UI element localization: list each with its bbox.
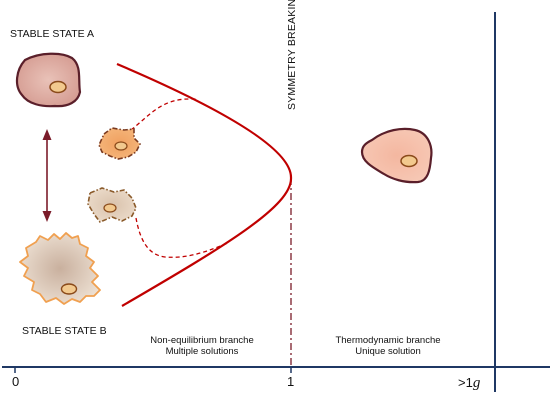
cell-stable-state-a	[15, 52, 82, 108]
cell-stable-state-b	[19, 232, 101, 305]
bifurcation-curve	[116, 62, 293, 307]
cell-intermediate-upper	[98, 127, 141, 160]
axis-tick-greater-than-1g: >1g	[458, 374, 480, 392]
axis-tick-unit-g: g	[472, 375, 481, 391]
non-equilibrium-title: Non-equilibrium branche	[150, 335, 254, 346]
thermodynamic-branch-label: Thermodynamic branche Unique solution	[318, 335, 458, 358]
stable-state-a-label: STABLE STATE A	[10, 28, 95, 40]
dashed-branch-lower	[135, 217, 229, 258]
arrow-head-down	[42, 211, 52, 222]
non-equilibrium-subtitle: Multiple solutions	[165, 346, 239, 358]
symmetry-breaking-label: SYMMETRY BREAKING	[286, 0, 298, 110]
dashed-branch-upper	[130, 98, 198, 131]
non-equilibrium-branch-label: Non-equilibrium branche Multiple solutio…	[132, 335, 272, 358]
thermodynamic-subtitle: Unique solution	[355, 346, 421, 358]
thermodynamic-title: Thermodynamic branche	[335, 335, 441, 346]
axis-tick-greater-prefix: >1	[458, 375, 473, 390]
cell-intermediate-lower	[87, 187, 137, 223]
axis-tick-one: 1	[287, 374, 295, 389]
cell-thermodynamic	[360, 127, 433, 184]
axis-tick-zero: 0	[12, 374, 20, 389]
arrow-head-up	[42, 129, 52, 140]
stable-state-b-label: STABLE STATE B	[22, 325, 107, 337]
